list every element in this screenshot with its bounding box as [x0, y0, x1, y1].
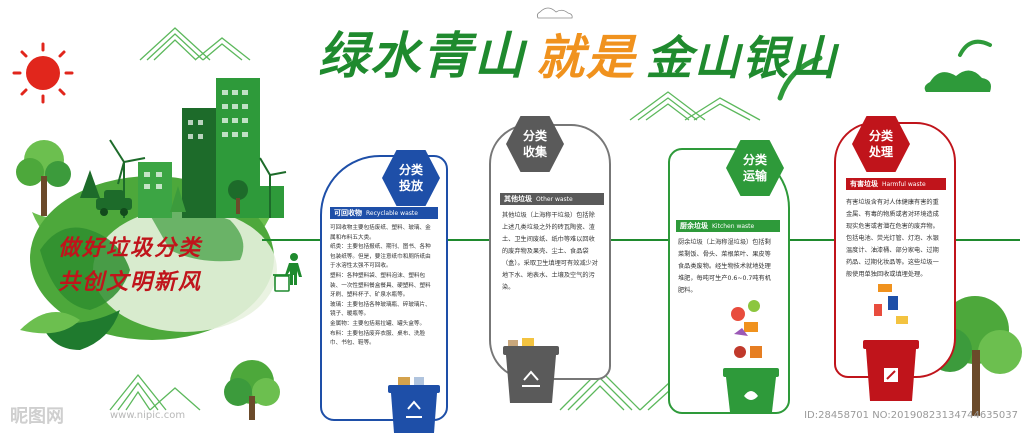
watermark-id: ID:28458701 NO:20190823134744635037 — [804, 410, 1018, 421]
other-waste-bin-gray-icon — [503, 338, 559, 403]
slogan-line-2: 共创文明新风 — [58, 269, 203, 295]
watermark-logo-text: 昵图网 — [10, 406, 64, 427]
category-label: 其他垃圾 — [504, 195, 532, 203]
hex-label-line2: 投放 — [398, 179, 423, 193]
panel-text-harmful: 有害垃圾含有对人体健康有害的重金属、有毒的物质或者对环境造成现实危害或者潜在危害… — [846, 199, 939, 278]
hex-label-line1: 分类 — [742, 153, 767, 167]
category-label-en: Kitchen waste — [712, 222, 755, 230]
category-label-en: Other waste — [536, 195, 573, 203]
category-bar-other: 其他垃圾 Other waste — [500, 193, 604, 205]
city-buildings — [16, 78, 287, 218]
category-label: 厨余垃圾 — [680, 222, 708, 230]
category-bar-harmful: 有害垃圾 Harmful waste — [846, 178, 946, 190]
category-label-en: Recyclable waste — [366, 209, 418, 217]
hex-label-line1: 分类 — [398, 163, 423, 177]
harmful-waste-bin-red-icon — [863, 284, 919, 401]
brush-stroke-icon — [777, 55, 823, 101]
panel-text-recyclable: 可回收物主要包括废纸、塑料、玻璃、金属和布料五大类。 纸类：主要包括报纸、期刊、… — [330, 225, 431, 347]
slogan-line-1: 做好垃圾分类 — [58, 235, 203, 261]
kitchen-waste-bin-green-icon — [723, 300, 779, 412]
brush-stroke-icon — [958, 39, 992, 57]
hex-badge-harmful: 分类 处理 — [852, 116, 910, 172]
hex-label-line2: 收集 — [522, 145, 547, 159]
title-part-2: 就是 — [536, 30, 637, 86]
category-label: 有害垃圾 — [850, 180, 878, 188]
panel-text-kitchen: 厨余垃圾（上海称湿垃圾）包括剩菜剩饭、骨头、菜根菜叶、果皮等食品类废物。经生物技… — [678, 239, 771, 294]
tree-icon — [224, 360, 280, 420]
recycle-bin-blue-icon — [388, 377, 440, 433]
hex-badge-kitchen: 分类 运输 — [726, 140, 784, 196]
hex-label-line1: 分类 — [868, 129, 893, 143]
cloud-icon — [924, 70, 991, 92]
panel-text-other: 其他垃圾（上海称干垃圾）包括除上述几类垃圾之外的砖瓦陶瓷、渣土、卫生间废纸、纸巾… — [502, 212, 598, 291]
hex-badge-other: 分类 收集 — [506, 116, 564, 172]
sun-icon — [12, 42, 74, 104]
title-part-1: 绿水青山 — [318, 26, 526, 85]
cloud-icon — [536, 7, 573, 19]
main-title: 绿水青山 就是 金山银山 — [318, 8, 838, 88]
category-label: 可回收物 — [334, 209, 362, 217]
trash-person-icon — [273, 253, 302, 292]
category-label-en: Harmful waste — [882, 180, 926, 188]
title-part-3: 金山银山 — [646, 31, 839, 85]
mountain-lines-top — [109, 27, 761, 411]
category-bar-recyclable: 可回收物 Recyclable waste — [330, 207, 438, 219]
hex-label-line2: 处理 — [868, 145, 893, 159]
category-bar-kitchen: 厨余垃圾 Kitchen waste — [676, 220, 780, 232]
hex-label-line1: 分类 — [522, 129, 547, 143]
hex-label-line2: 运输 — [742, 169, 767, 183]
watermark-url: www.nipic.com — [110, 410, 186, 421]
